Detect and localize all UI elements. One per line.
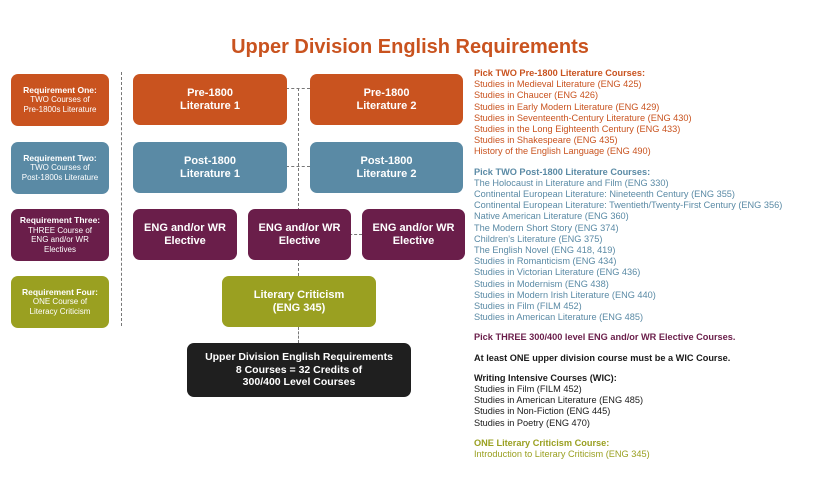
- list-item: Studies in Modern Irish Literature (ENG …: [474, 289, 656, 300]
- elective-3-box: ENG and/or WR Elective: [362, 209, 465, 260]
- list-item: Studies in Seventeenth-Century Literatur…: [474, 112, 692, 123]
- list-item: Studies in American Literature (ENG 485): [474, 312, 644, 323]
- list-item: The Modern Short Story (ENG 374): [474, 222, 619, 233]
- connector-line: [286, 166, 310, 167]
- box-line: Literary Criticism: [253, 288, 345, 301]
- box-line: Literature 2: [356, 167, 417, 180]
- pre-1800-heading: Pick TWO Pre-1800 Literature Courses:: [474, 68, 646, 78]
- list-item: Studies in Film (FILM 452): [474, 301, 582, 312]
- list-item: Native American Literature (ENG 360): [474, 211, 629, 222]
- box-line: 300/400 Level Courses: [242, 376, 356, 389]
- list-item: The English Novel (ENG 418, 419): [474, 245, 616, 256]
- box-line: ENG and/or WR: [372, 221, 455, 234]
- connector-line: [298, 327, 299, 343]
- list-item: Studies in the Long Eighteenth Century (…: [474, 124, 681, 135]
- requirement-line: Literacy Criticism: [29, 306, 91, 316]
- requirement-title: Requirement Three:: [19, 215, 101, 225]
- connector-line: [298, 88, 299, 276]
- list-item: Continental European Literature: Twentie…: [474, 200, 783, 211]
- connector-line: [286, 88, 310, 89]
- box-line: Literature 1: [180, 167, 240, 180]
- list-item: The Holocaust in Literature and Film (EN…: [474, 177, 669, 188]
- list-item: Studies in Poetry (ENG 470): [474, 417, 590, 428]
- requirement-three-label: Requirement Three: THREE Course of ENG a…: [11, 209, 109, 261]
- page-title: Upper Division English Requirements: [231, 36, 589, 58]
- box-line: Literature 1: [180, 99, 240, 112]
- wic-note: At least ONE upper division course must …: [474, 352, 731, 363]
- pre-1800-literature-2-box: Pre-1800 Literature 2: [310, 74, 463, 125]
- post-1800-literature-2-box: Post-1800 Literature 2: [310, 142, 463, 193]
- elective-2-box: ENG and/or WR Elective: [248, 209, 351, 260]
- post-1800-list: The Holocaust in Literature and Film (EN…: [474, 178, 820, 324]
- box-line: Post-1800: [184, 154, 236, 167]
- post-1800-literature-1-box: Post-1800 Literature 1: [133, 142, 287, 193]
- list-item: Continental European Literature: Ninetee…: [474, 189, 735, 200]
- list-item: Children's Literature (ENG 375): [474, 233, 603, 244]
- requirement-line: Pre-1800s Literature: [23, 104, 97, 114]
- requirement-one-label: Requirement One: TWO Courses of Pre-1800…: [11, 74, 109, 126]
- list-item: Studies in Medieval Literature (ENG 425): [474, 79, 642, 90]
- wic-heading: Writing Intensive Courses (WIC):: [474, 372, 617, 383]
- list-item: Studies in Modernism (ENG 438): [474, 278, 609, 289]
- box-line: Elective: [278, 234, 321, 247]
- elective-note: Pick THREE 300/400 level ENG and/or WR E…: [474, 332, 736, 343]
- post-1800-heading: Pick TWO Post-1800 Literature Courses:: [474, 166, 651, 177]
- box-line: ENG and/or WR: [144, 221, 226, 234]
- list-item: Studies in Victorian Literature (ENG 436…: [474, 267, 641, 278]
- box-line: ENG and/or WR: [258, 221, 341, 234]
- requirement-title: Requirement One:: [23, 84, 97, 95]
- list-item: Studies in Early Modern Literature (ENG …: [474, 101, 660, 112]
- box-line: Post-1800: [360, 154, 413, 167]
- box-line: Elective: [392, 234, 435, 247]
- requirement-line: TWO Courses of: [30, 95, 90, 105]
- requirement-line: ENG and/or WR Electives: [31, 235, 89, 254]
- list-item: Introduction to Literary Criticism (ENG …: [474, 449, 650, 460]
- requirement-title: Requirement Four:: [21, 286, 99, 297]
- literary-criticism-box: Literary Criticism (ENG 345): [222, 276, 376, 327]
- requirement-line: ONE Course of: [32, 297, 88, 307]
- box-line: Elective: [164, 234, 206, 247]
- list-item: History of the English Language (ENG 490…: [474, 146, 651, 157]
- course-lists: Pick TWO Pre-1800 Literature Courses: St…: [474, 68, 820, 460]
- pre-1800-literature-1-box: Pre-1800 Literature 1: [133, 74, 287, 125]
- list-item: Studies in Shakespeare (ENG 435): [474, 135, 618, 146]
- box-line: (ENG 345): [272, 301, 326, 314]
- pre-1800-list: Studies in Medieval Literature (ENG 425)…: [474, 79, 820, 157]
- list-item: Studies in Romanticism (ENG 434): [474, 256, 617, 267]
- elective-1-box: ENG and/or WR Elective: [133, 209, 237, 260]
- requirement-line: Post-1800s Literature: [21, 172, 99, 182]
- list-item: Studies in Chaucer (ENG 426): [474, 90, 599, 101]
- requirement-four-label: Requirement Four: ONE Course of Literacy…: [11, 276, 109, 328]
- box-line: 8 Courses = 32 Credits of: [235, 363, 363, 376]
- list-item: Studies in American Literature (ENG 485): [474, 395, 644, 406]
- divider-line: [121, 72, 122, 326]
- box-line: Upper Division English Requirements: [205, 351, 393, 364]
- list-item: Studies in Film (FILM 452): [474, 384, 582, 395]
- criticism-heading: ONE Literary Criticism Course:: [474, 437, 610, 448]
- total-requirements-box: Upper Division English Requirements 8 Co…: [187, 343, 411, 397]
- list-item: Studies in Non-Fiction (ENG 445): [474, 406, 611, 417]
- criticism-list: Introduction to Literary Criticism (ENG …: [474, 449, 820, 460]
- requirement-two-label: Requirement Two: TWO Courses of Post-180…: [11, 142, 109, 194]
- requirement-line: THREE Course of: [27, 225, 93, 235]
- box-line: Pre-1800: [187, 86, 233, 99]
- wic-list: Studies in Film (FILM 452) Studies in Am…: [474, 384, 820, 429]
- requirement-title: Requirement Two:: [23, 152, 97, 163]
- requirement-line: TWO Courses of: [30, 163, 90, 173]
- box-line: Literature 2: [356, 99, 417, 112]
- box-line: Pre-1800: [363, 86, 410, 99]
